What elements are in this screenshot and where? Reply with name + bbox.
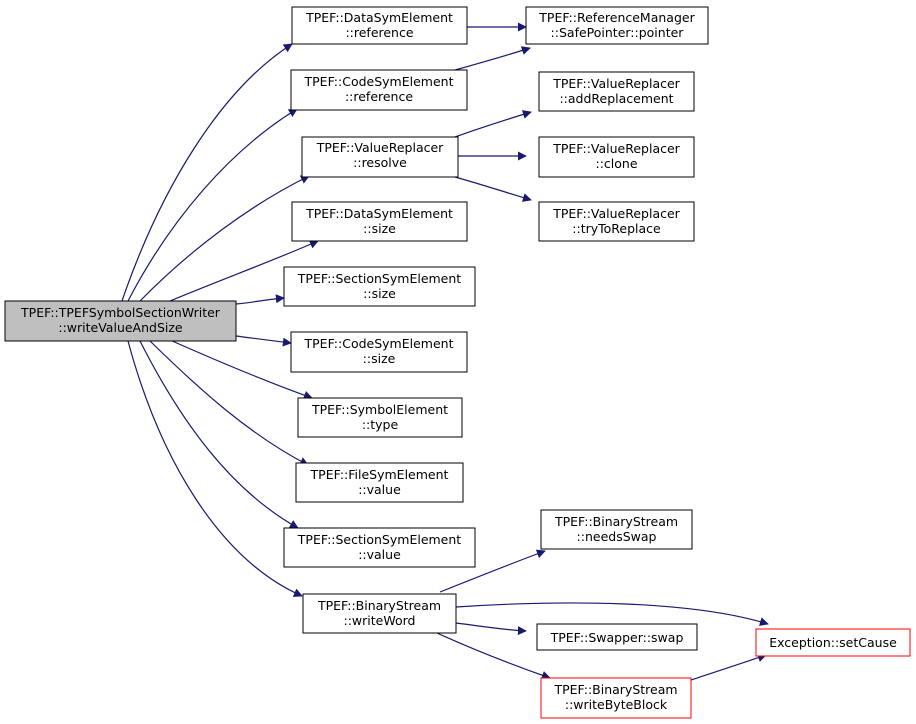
node-code-size[interactable]: TPEF::CodeSymElement ::size <box>290 331 468 373</box>
node-code-reference[interactable]: TPEF::CodeSymElement ::reference <box>290 69 468 111</box>
edge-root-to-resolve <box>139 175 310 302</box>
node-add-replacement[interactable]: TPEF::ValueReplacer ::addReplacement <box>538 71 695 112</box>
node-code-reference-line1: TPEF::CodeSymElement <box>304 74 454 89</box>
edge-write-word-to-set-cause <box>455 602 769 626</box>
node-safe-pointer-line1: TPEF::ReferenceManager <box>538 10 695 25</box>
node-needs-swap-line2: ::needsSwap <box>577 529 657 544</box>
node-section-size[interactable]: TPEF::SectionSymElement ::size <box>283 266 476 307</box>
node-resolve-line2: ::resolve <box>353 155 407 170</box>
node-write-byte-block-line1: TPEF::BinaryStream <box>553 682 677 697</box>
node-file-value-line1: TPEF::FileSymElement <box>310 467 449 482</box>
edge-root-to-data-size <box>169 240 319 302</box>
node-resolve-line1: TPEF::ValueReplacer <box>316 140 444 155</box>
node-section-value[interactable]: TPEF::SectionSymElement ::value <box>283 527 476 568</box>
edges <box>121 22 769 681</box>
node-resolve[interactable]: TPEF::ValueReplacer ::resolve <box>301 136 459 178</box>
node-section-value-line1: TPEF::SectionSymElement <box>297 532 462 547</box>
node-file-value[interactable]: TPEF::FileSymElement ::value <box>295 462 464 503</box>
node-symbol-type-line2: ::type <box>362 417 399 432</box>
edge-root-to-code-size <box>235 335 292 347</box>
node-write-byte-block[interactable]: TPEF::BinaryStream ::writeByteBlock <box>540 677 692 719</box>
node-clone-line1: TPEF::ValueReplacer <box>552 141 680 156</box>
node-swap-label: TPEF::Swapper::swap <box>550 630 684 645</box>
node-file-value-line2: ::value <box>358 482 401 497</box>
edge-root-to-write-word <box>127 340 303 597</box>
node-data-reference[interactable]: TPEF::DataSymElement ::reference <box>291 6 468 45</box>
edge-root-to-code-reference <box>127 108 298 302</box>
node-data-reference-line1: TPEF::DataSymElement <box>305 10 453 25</box>
node-symbol-type-line1: TPEF::SymbolElement <box>311 402 448 417</box>
node-try-replace-line2: ::tryToReplace <box>572 221 661 236</box>
node-add-replacement-line2: ::addReplacement <box>559 91 673 106</box>
edge-code-reference-to-safe-pointer <box>454 46 531 71</box>
edge-resolve-to-try-replace <box>454 176 532 202</box>
edge-write-word-to-needs-swap <box>439 549 546 593</box>
edge-write-word-to-swap <box>455 622 527 636</box>
node-data-reference-line2: ::reference <box>345 25 413 40</box>
edge-write-byte-block-to-set-cause <box>690 653 767 681</box>
edge-root-to-symbol-type <box>169 339 313 400</box>
node-code-size-line2: ::size <box>363 351 396 366</box>
node-safe-pointer[interactable]: TPEF::ReferenceManager ::SafePointer::po… <box>525 6 709 45</box>
edge-root-to-section-value <box>139 340 299 529</box>
node-data-size[interactable]: TPEF::DataSymElement ::size <box>291 201 468 242</box>
node-needs-swap[interactable]: TPEF::BinaryStream ::needsSwap <box>540 509 693 550</box>
node-code-size-line1: TPEF::CodeSymElement <box>304 336 454 351</box>
node-set-cause-label: Exception::setCause <box>769 635 897 650</box>
node-root[interactable]: TPEF::TPEFSymbolSectionWriter ::writeVal… <box>4 300 237 342</box>
edge-root-to-file-value <box>149 340 309 466</box>
node-symbol-type[interactable]: TPEF::SymbolElement ::type <box>297 397 463 438</box>
node-code-reference-line2: ::reference <box>345 89 413 104</box>
node-section-value-line2: ::value <box>358 547 401 562</box>
node-data-size-line1: TPEF::DataSymElement <box>305 206 453 221</box>
node-swap[interactable]: TPEF::Swapper::swap <box>536 623 698 651</box>
node-clone[interactable]: TPEF::ValueReplacer ::clone <box>538 136 695 178</box>
node-section-size-line1: TPEF::SectionSymElement <box>297 271 462 286</box>
node-clone-line2: ::clone <box>595 156 637 171</box>
node-needs-swap-line1: TPEF::BinaryStream <box>554 514 678 529</box>
node-safe-pointer-line2: ::SafePointer::pointer <box>551 25 685 40</box>
edge-resolve-to-add-replacement <box>454 110 532 138</box>
node-try-replace-line1: TPEF::ValueReplacer <box>552 206 680 221</box>
node-try-replace[interactable]: TPEF::ValueReplacer ::tryToReplace <box>538 201 695 242</box>
node-add-replacement-line1: TPEF::ValueReplacer <box>552 76 680 91</box>
node-set-cause[interactable]: Exception::setCause <box>755 628 911 657</box>
node-root-line1: TPEF::TPEFSymbolSectionWriter <box>20 305 221 320</box>
edge-root-to-data-reference <box>121 43 293 302</box>
node-write-word[interactable]: TPEF::BinaryStream ::writeWord <box>302 593 457 634</box>
node-write-word-line1: TPEF::BinaryStream <box>317 598 441 613</box>
node-data-size-line2: ::size <box>363 221 396 236</box>
node-write-word-line2: ::writeWord <box>344 613 416 628</box>
edge-write-word-to-write-byte-block <box>436 632 551 680</box>
node-write-byte-block-line2: ::writeByteBlock <box>565 697 668 712</box>
node-root-line2: ::writeValueAndSize <box>58 320 183 335</box>
edge-root-to-section-size <box>235 294 285 305</box>
node-section-size-line2: ::size <box>363 286 396 301</box>
